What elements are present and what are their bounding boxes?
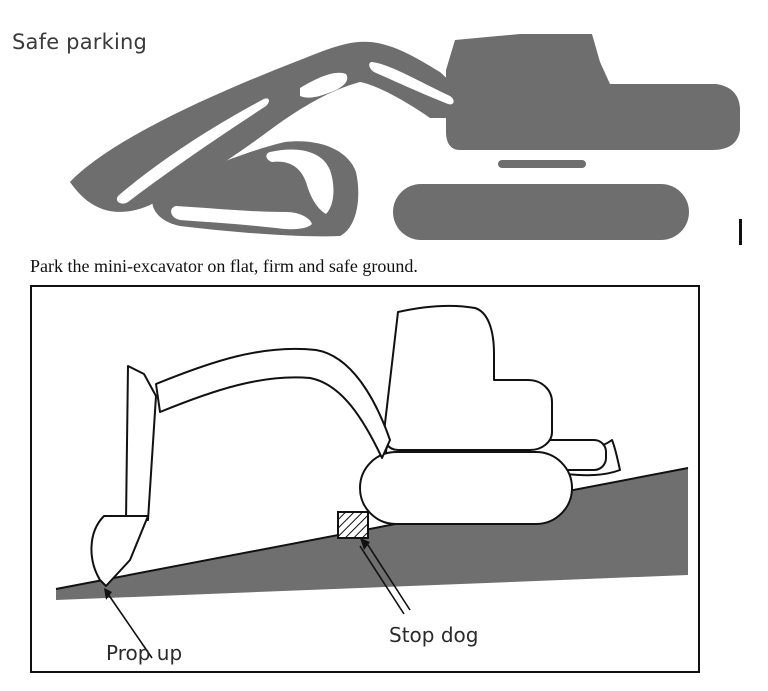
diagram-border [30,285,700,673]
track [359,451,573,525]
excavator-silhouette [70,34,742,245]
arm [125,365,157,521]
arrow-stop-dog [360,538,370,550]
bucket [90,515,149,587]
section-heading: Safe parking [12,30,148,54]
cab [383,304,553,451]
boom [155,347,391,459]
stop-dog-block [337,511,369,539]
label-prop-up: Prop up [106,641,183,665]
arrow-prop-up [104,588,112,600]
caption: Park the mini-excavator on flat, firm an… [30,256,418,276]
label-stop-dog: Stop dog [389,623,479,647]
